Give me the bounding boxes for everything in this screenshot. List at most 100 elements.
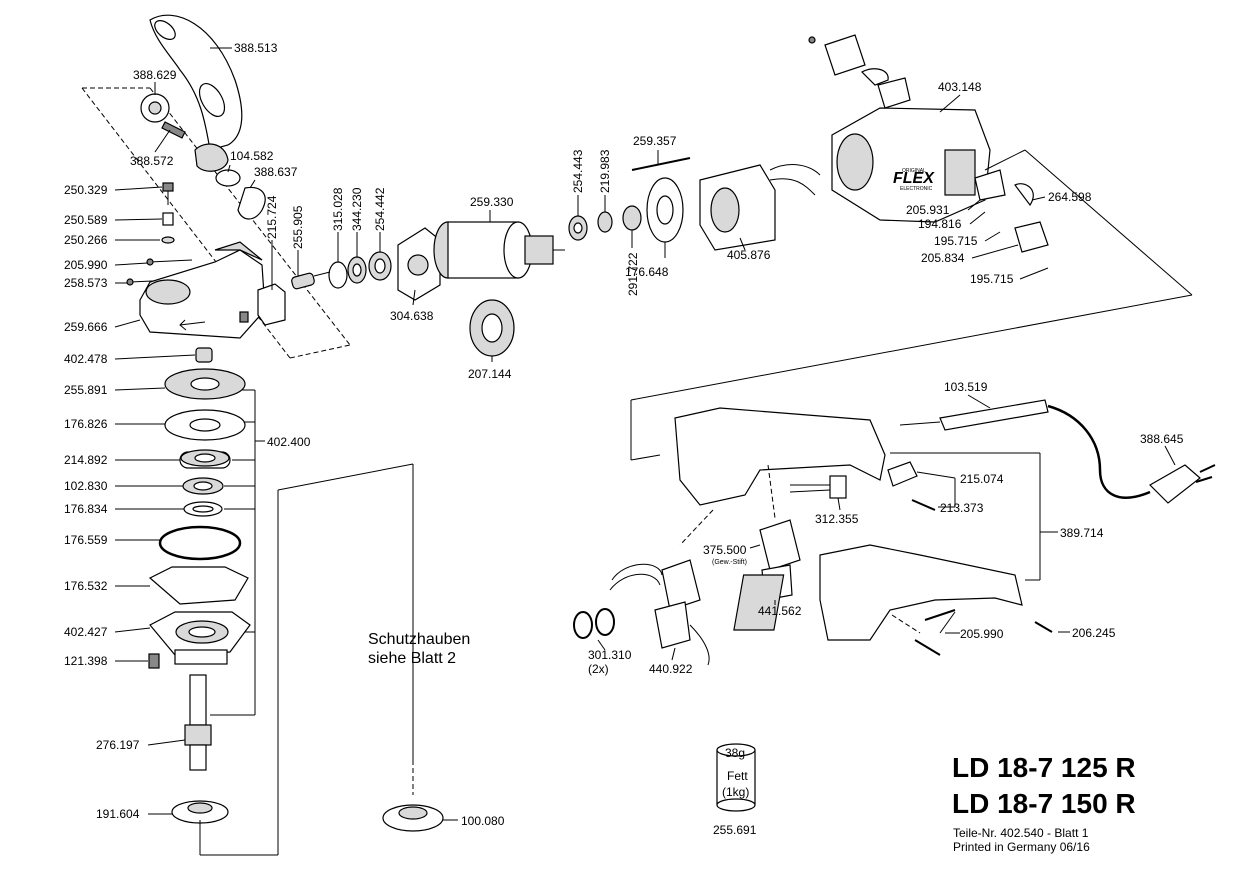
label-388-513: 388.513 xyxy=(234,41,278,55)
lock-nut-drawing xyxy=(382,804,444,832)
footer-printed: Printed in Germany 06/16 xyxy=(953,840,1090,854)
label-388-645: 388.645 xyxy=(1140,432,1184,446)
label-388-637: 388.637 xyxy=(254,165,298,179)
grease-amount: 38g xyxy=(725,746,745,760)
label-250-266: 250.266 xyxy=(64,233,108,247)
label-215-074: 215.074 xyxy=(960,472,1004,486)
footer-part-number: Teile-Nr. 402.540 - Blatt 1 xyxy=(953,826,1089,840)
label-205-931: 205.931 xyxy=(906,203,950,217)
label-304-638: 304.638 xyxy=(390,309,434,323)
label-219-983: 219.983 xyxy=(598,149,612,193)
motor-housing-drawing xyxy=(831,107,991,223)
label-259-330: 259.330 xyxy=(470,195,514,209)
label-388-629: 388.629 xyxy=(133,68,177,82)
model-name-2: LD 18-7 150 R xyxy=(952,788,1136,819)
rings-drawing xyxy=(573,608,615,639)
brush-cover-right-drawing xyxy=(974,169,1049,253)
grease-can-drawing xyxy=(716,743,756,812)
pinion-drawing xyxy=(291,271,331,290)
label-259-666: 259.666 xyxy=(64,320,108,334)
label-403-148: 403.148 xyxy=(938,80,982,94)
long-screw-drawing xyxy=(631,157,691,171)
bearing-pair-drawing xyxy=(347,251,392,284)
label-250-329: 250.329 xyxy=(64,183,108,197)
label-405-876: 405.876 xyxy=(727,248,771,262)
label-176-648: 176.648 xyxy=(625,265,669,279)
armature-drawing xyxy=(433,221,565,279)
flange-screw-drawing xyxy=(148,653,160,669)
label-194-816: 194.816 xyxy=(918,217,962,231)
label-205-990-b: 205.990 xyxy=(960,627,1004,641)
frame-right xyxy=(630,149,1193,461)
label-121-398: 121.398 xyxy=(64,654,108,668)
label-402-427: 402.427 xyxy=(64,625,108,639)
label-312-355: 312.355 xyxy=(815,512,859,526)
label-258-573: 258.573 xyxy=(64,276,108,290)
clamp-screw-drawing xyxy=(911,499,936,511)
guard-note-line1: Schutzhauben xyxy=(368,631,471,648)
label-215-724: 215.724 xyxy=(265,195,279,239)
label-213-373: 213.373 xyxy=(940,501,984,515)
label-250-589: 250.589 xyxy=(64,213,108,227)
label-254-442: 254.442 xyxy=(373,187,387,231)
fan-drawing xyxy=(469,299,515,357)
label-402-478: 402.478 xyxy=(64,352,108,366)
label-255-891: 255.891 xyxy=(64,383,108,397)
part-labels: 388.513 388.629 388.572 104.582 388.637 … xyxy=(64,41,1184,837)
label-207-144: 207.144 xyxy=(468,367,512,381)
brand-logo: FLEX xyxy=(893,170,935,187)
shaft-seal-drawing xyxy=(182,477,224,495)
label-276-197: 276.197 xyxy=(96,738,140,752)
needle-sleeve-drawing xyxy=(195,347,213,363)
label-375-500-note: (Gew.-Stift) xyxy=(712,559,747,566)
electronics-module-drawing xyxy=(609,559,710,666)
label-388-572: 388.572 xyxy=(130,154,174,168)
cover-screws-drawing xyxy=(126,182,193,286)
suppressor-drawing xyxy=(789,475,847,499)
label-195-715-a: 195.715 xyxy=(934,234,978,248)
label-255-905: 255.905 xyxy=(291,205,305,249)
label-440-922: 440.922 xyxy=(649,662,693,676)
bearing-flange-drawing xyxy=(149,611,251,665)
brand-sub1: ORIGINAL xyxy=(902,168,926,174)
brush-cover-drawing xyxy=(808,34,911,109)
assembly-dash-links xyxy=(679,464,921,634)
label-264-598: 264.598 xyxy=(1048,190,1092,204)
guard-note: Schutzhauben siehe Blatt 2 xyxy=(368,630,470,668)
label-205-834: 205.834 xyxy=(921,251,965,265)
grease-label: Fett xyxy=(727,769,748,783)
o-ring-drawing xyxy=(158,525,242,561)
label-214-892: 214.892 xyxy=(64,453,108,467)
rear-bearing-drawing xyxy=(568,205,642,241)
label-100-080: 100.080 xyxy=(461,814,505,828)
handle-half-bottom-drawing xyxy=(733,544,1023,641)
handle-screws-drawing xyxy=(914,609,1053,656)
frame-left-bottom xyxy=(199,463,414,856)
support-washer-drawing xyxy=(183,501,223,517)
circlip-drawing xyxy=(328,261,348,289)
drive-pinion-drawing xyxy=(140,93,186,139)
flange-nut-drawing xyxy=(171,800,229,824)
label-191-604: 191.604 xyxy=(96,807,140,821)
insulating-disc-drawing xyxy=(646,177,684,243)
handle-half-top-drawing xyxy=(674,407,886,506)
bevel-gear-drawing xyxy=(164,368,246,400)
grease-size: (1kg) xyxy=(722,785,749,799)
handle-nut-drawing xyxy=(215,169,266,220)
label-389-714: 389.714 xyxy=(1060,526,1104,540)
label-176-834: 176.834 xyxy=(64,502,108,516)
cable-clamp-drawing xyxy=(887,461,918,487)
brand-sub2: ELECTRONIC xyxy=(900,186,933,192)
label-344-230: 344.230 xyxy=(350,187,364,231)
field-coil-drawing xyxy=(699,164,821,251)
leader-lines xyxy=(114,47,1176,821)
label-259-357: 259.357 xyxy=(633,134,677,148)
label-375-500: 375.500 xyxy=(703,543,747,557)
bracket-389-714 xyxy=(890,452,1058,581)
ball-bearing-drawing xyxy=(179,449,231,469)
power-cable-drawing xyxy=(899,399,1216,504)
label-195-715-b: 195.715 xyxy=(970,272,1014,286)
label-301-310-qty: (2x) xyxy=(588,662,609,676)
label-176-532: 176.532 xyxy=(64,579,108,593)
